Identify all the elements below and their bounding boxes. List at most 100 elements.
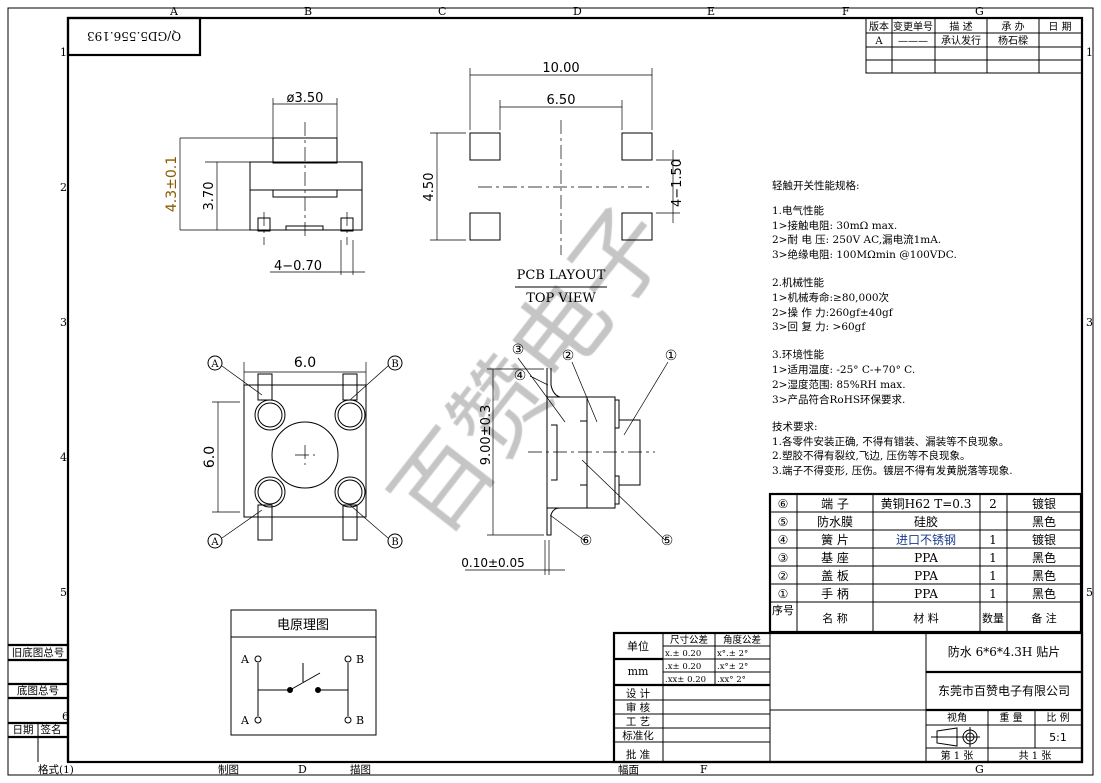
part-cell: 盖 板 [821,569,849,583]
weight-label: 重 量 [999,711,1022,724]
part-cell: 簧 片 [821,532,849,547]
row-label: 3 [60,316,67,329]
part-cell: 手 柄 [821,587,849,601]
col-label: D [573,5,582,18]
drawing-number: Q/GD5.556.193 [87,29,181,43]
spec-item: 1>机械寿命:≥80,000次 [772,291,890,304]
format-label: 格式(1) [38,763,74,776]
callout-a: A [210,537,219,548]
trace-label: 描图 [350,763,371,776]
side-view: 9.00±0.3 0.10±0.05 ① ② ③ ④ ⑤ ⑥ [461,342,677,575]
tech-item: 2.塑胶不得有裂纹,飞边, 压伤等不良现象。 [772,449,971,462]
circuit-diagram: 电原理图 A A B B [230,609,377,736]
part-number: ③ [778,551,789,565]
parts-header: 名 称 [822,611,848,625]
draw-label: 制图 [218,763,239,776]
tech-title: 技术要求: [772,420,818,433]
tolerance-cell: .xx± 0.20 [665,675,706,685]
rev-cell: 杨石樑 [998,34,1028,47]
pcb-layout: 10.00 6.50 4.50 4−1.50 PCB LAYOUT TOP VI… [422,61,685,306]
spec-item: 3>绝缘电阻: 100MΩmin @100VDC. [772,248,957,261]
parts-header: 备 注 [1031,611,1057,625]
specifications: 轻触开关性能规格: 1.电气性能 1>接触电阻: 30mΩ max. 2>耐 电… [772,179,1013,477]
part-cell: 镀银 [1032,533,1056,547]
part-number: ④ [778,533,789,547]
callout-5: ⑤ [661,533,674,549]
specs-title: 轻触开关性能规格: [772,179,860,192]
spec-item: 2>湿度范围: 85%RH max. [772,378,906,391]
dim-diameter: ø3.50 [287,91,324,106]
drawing-number-box [66,16,202,57]
callout-6: ⑥ [580,533,593,549]
sheet-number: 第 1 张 [941,749,974,762]
dim-total-height: 9.00±0.3 [479,405,494,466]
projection-symbol-icon [931,727,980,747]
spec-item: 1>适用温度: -25° C-+70° C. [772,363,915,376]
part-number: ⑥ [778,497,789,511]
part-cell: 端 子 [821,497,849,511]
role-label: 设 计 [626,687,651,700]
rev-header: 日 期 [1048,21,1071,33]
pcb-layout-title: PCB LAYOUT [517,268,606,283]
part-cell: 硅胶 [914,514,938,529]
dim-inner: 6.50 [547,93,576,108]
tolerance-angle-header: 角度公差 [723,634,761,646]
tolerance-cell: x.± 0.20 [665,649,701,659]
front-view: 6.0 6.0 A B A B [202,355,403,549]
tolerance-cell: .xx° 2° [717,675,746,685]
part-cell: 进口不锈钢 [896,533,956,547]
callout-b: B [391,359,398,370]
scale-label: 比 例 [1046,711,1069,724]
rev-header: 版本 [869,20,889,33]
top-view: ø3.50 4.3±0.1 3.70 4−0.70 [164,91,365,275]
callout-3: ③ [512,342,525,358]
parts-header: 材 料 [913,611,939,625]
part-cell: 黑色 [1032,587,1056,601]
size-label: 幅面 [618,763,639,776]
row-label: 2 [60,181,67,194]
spec-item: 2>耐 电 压: 250V AC,漏电流1mA. [772,233,941,246]
bottom-strip: 格式(1) 制图 描图 幅面 [38,763,639,776]
rev-header: 承 办 [1001,20,1024,33]
dim-body-height: 3.70 [202,182,217,211]
role-label: 批 准 [626,748,650,761]
spec-heading: 2.机械性能 [772,276,825,289]
grid-labels: A B C D E F G D F G 1 2 3 4 5 6 1 3 5 [60,5,1093,776]
col-label: F [842,5,850,18]
part-cell: 1 [989,551,997,565]
scale-value: 5:1 [1049,731,1067,744]
tech-item: 1.各零件安装正确, 不得有错装、漏装等不良现象。 [772,435,1009,448]
dim-terminal: 4−0.70 [274,259,322,274]
rev-cell: A [874,36,883,47]
row-label: 5 [60,586,67,599]
row-label: 1 [1086,46,1093,59]
dim-pad: 4−1.50 [670,159,685,207]
spec-heading: 3.环境性能 [772,348,825,361]
unit-value: mm [628,665,649,678]
dim-width: 6.0 [294,355,316,371]
terminal-a: A [240,714,250,727]
part-cell: PPA [914,551,938,565]
product-name: 防水 6*6*4.3H 贴片 [948,644,1060,659]
rev-header: 变更单号 [893,20,933,33]
col-label: F [700,763,708,776]
tolerance-cell: .x± 0.20 [665,662,701,672]
tolerance-cell: x°.± 2° [717,649,748,659]
callout-2: ② [562,348,575,364]
view-label: 视角 [947,711,967,724]
dim-thickness: 0.10±0.05 [461,556,525,570]
part-cell: 黑色 [1032,551,1056,565]
part-cell: 黑色 [1032,515,1056,529]
row-label: 1 [60,46,67,59]
part-cell: 1 [989,533,997,547]
spec-item: 3>产品符合RoHS环保要求. [772,393,905,406]
parts-header: 数量 [982,612,1004,625]
tolerance-cell: .x°± 2° [717,662,748,672]
parts-header: 序号 [772,603,794,617]
terminal-b: B [356,653,364,666]
part-cell: 2 [989,497,997,511]
part-number: ① [778,587,789,601]
